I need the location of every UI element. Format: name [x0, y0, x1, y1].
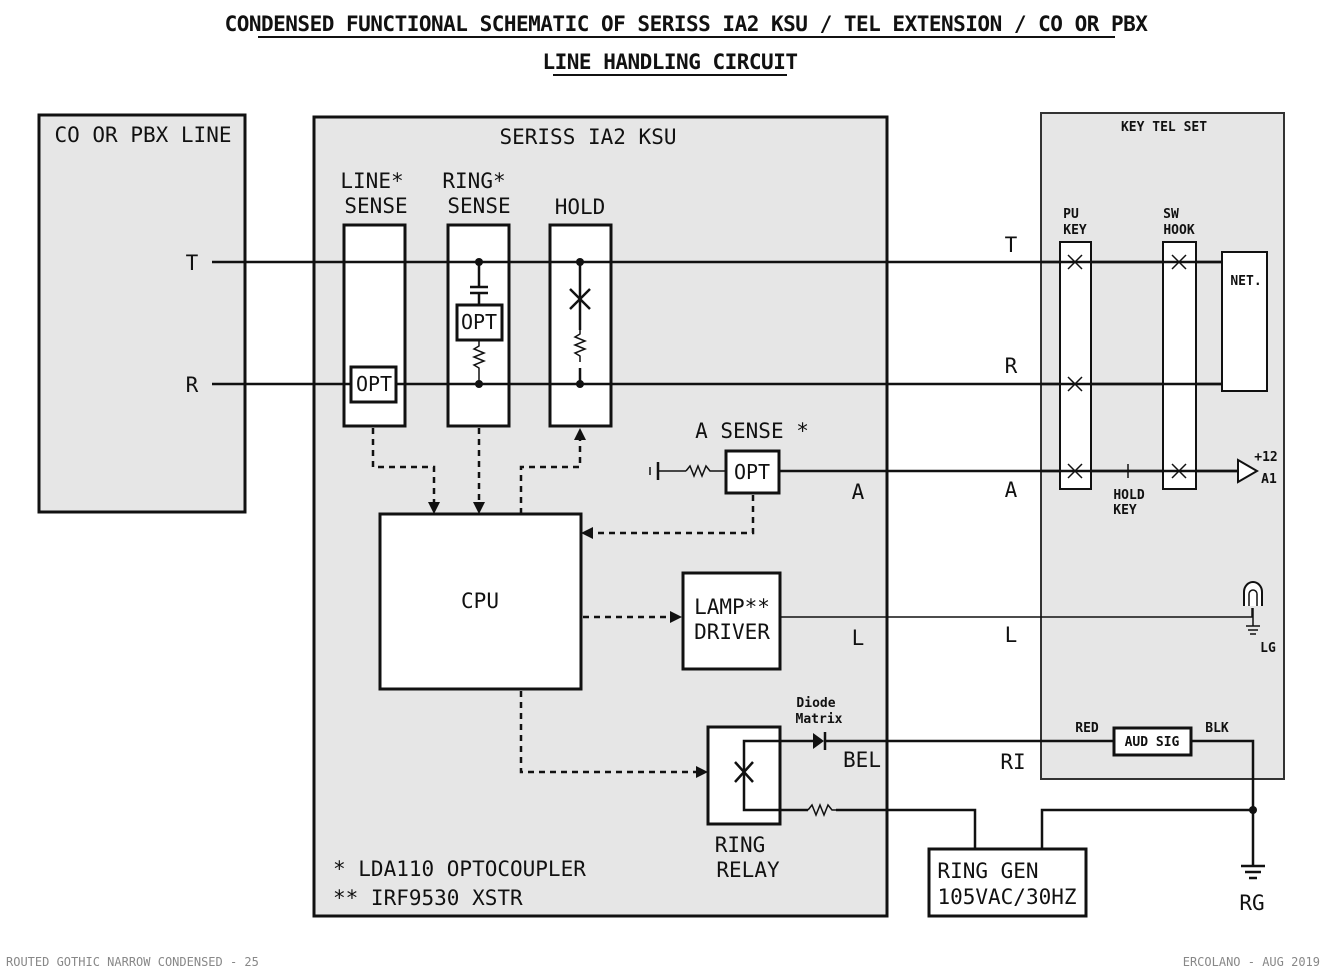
lamp-driver-box [681, 571, 782, 671]
ext-a-label: A [1005, 478, 1018, 502]
l-wire [781, 608, 1253, 618]
hold-label: HOLD [555, 195, 606, 219]
line-sense-arrow [428, 502, 440, 514]
cpu-box [378, 512, 583, 691]
lg-label: LG [1260, 641, 1276, 656]
line-sense-opt-label: OPT [356, 372, 392, 396]
ring-relay-bel-wire [742, 739, 816, 772]
blk-wire [1191, 739, 1255, 866]
ring-sense-opt [455, 303, 504, 342]
footer-left: ROUTED GOTHIC NARROW CONDENSED - 25 [6, 955, 259, 969]
note-2: ** IRF9530 XSTR [333, 886, 523, 910]
hold-arrow [574, 428, 586, 440]
co-ring-label: R [186, 373, 199, 397]
net-label: NET. [1230, 274, 1261, 289]
key-tel-set-label: KEY TEL SET [1121, 120, 1207, 135]
co-tip-label: T [186, 251, 199, 275]
a1-label: A1 [1261, 472, 1277, 487]
hold-node-r [576, 380, 584, 388]
line-sense-label-2: SENSE [344, 194, 407, 218]
blk-label: BLK [1205, 721, 1229, 736]
ring-relay-gen-wire [742, 772, 808, 812]
pu-key-contact-t-2 [1067, 254, 1083, 270]
lamp-driver-label-2: DRIVER [694, 620, 770, 644]
pu-key-contact-a-2 [1067, 463, 1083, 479]
lamp-icon [1243, 581, 1263, 606]
pu-key-contact-r-2 [1067, 376, 1083, 392]
diode-matrix-label-2: Matrix [796, 712, 843, 727]
a-sense-opt-label: OPT [734, 460, 770, 484]
title-line-1: CONDENSED FUNCTIONAL SCHEMATIC OF SERISS… [225, 12, 1149, 36]
ring-sense-node-t [475, 258, 483, 266]
ring-sense-opt-label: OPT [461, 310, 497, 334]
ring-gen-wire-left [836, 808, 977, 849]
ring-gen-resistor [807, 802, 836, 818]
lamp-driver-arrow [670, 611, 682, 623]
ksu-l-terminal: L [852, 626, 865, 650]
pu-key-label-2: KEY [1063, 223, 1087, 238]
ring-relay-label-1: RING [715, 833, 766, 857]
co-pbx-line-box [37, 113, 247, 514]
sw-hook-label-1: SW [1163, 207, 1179, 222]
ring-gen-box [927, 847, 1088, 918]
sw-hook-contact-a-2 [1171, 463, 1187, 479]
ring-relay-arrow [696, 766, 708, 778]
ext-t-label: T [1005, 233, 1018, 257]
footer-right: ERCOLANO - AUG 2019 [1183, 955, 1320, 969]
lamp-filament [1248, 589, 1258, 606]
sw-hook-switch [1162, 241, 1197, 490]
pu-key-switch [1059, 241, 1092, 490]
ext-l-label: L [1005, 623, 1018, 647]
a-sense-arrow [581, 527, 593, 539]
title-line-2: LINE HANDLING CIRCUIT [542, 50, 797, 74]
red-label: RED [1075, 721, 1099, 736]
rg-node [1249, 806, 1257, 814]
sw-hook-contact-t-2 [1171, 254, 1187, 270]
plus12-label: +12 [1254, 450, 1277, 465]
ring-sense-label-1: RING* [442, 169, 505, 193]
rg-label: RG [1239, 891, 1264, 915]
hold-contact-x-2 [569, 288, 591, 310]
ext-ri-label: RI [1000, 750, 1025, 774]
cpu-to-ring-relay [519, 691, 698, 774]
a-sense-opt [724, 449, 781, 495]
a-sense-to-cpu [590, 495, 755, 535]
hold-resistor [572, 328, 588, 362]
ksu-bel-terminal: BEL [843, 748, 881, 772]
line-sense-label-1: LINE* [340, 169, 403, 193]
a1-buffer-icon [1237, 458, 1259, 484]
ring-sense-label-2: SENSE [447, 194, 510, 218]
cpu-to-hold [519, 436, 582, 514]
a-sense-label: A SENSE * [695, 419, 809, 443]
net-box [1221, 251, 1268, 392]
ring-relay-label-2: RELAY [716, 858, 780, 882]
ring-sense-node-r [475, 380, 483, 388]
cpu-label: CPU [461, 589, 499, 613]
ring-gen-label-2: 105VAC/30HZ [937, 885, 1076, 909]
aud-sig-label: AUD SIG [1125, 735, 1180, 750]
diode-icon [813, 733, 824, 749]
hold-node-t [576, 258, 584, 266]
ksu-label: SERISS IA2 KSU [499, 125, 676, 149]
pu-key-label-1: PU [1063, 207, 1079, 222]
ring-sense-arrow [473, 502, 485, 514]
ring-sense-resistor [471, 340, 487, 384]
sw-hook-label-2: HOOK [1163, 223, 1194, 238]
ext-r-label: R [1005, 354, 1018, 378]
ring-gen-wire-right [1040, 808, 1253, 849]
lamp-driver-label-1: LAMP** [694, 595, 770, 619]
a-sense-resistor [685, 463, 726, 479]
hold-key-label-2: KEY [1113, 503, 1137, 518]
co-pbx-line-label: CO OR PBX LINE [54, 123, 231, 147]
hold-key-label-1: HOLD [1113, 488, 1144, 503]
ksu-a-terminal: A [852, 480, 865, 504]
diode-matrix-label-1: Diode [796, 696, 835, 711]
line-sense-opt [349, 365, 398, 404]
note-1: * LDA110 OPTOCOUPLER [333, 857, 586, 881]
ring-gen-label-1: RING GEN [937, 859, 1038, 883]
line-sense-to-cpu [371, 428, 436, 506]
